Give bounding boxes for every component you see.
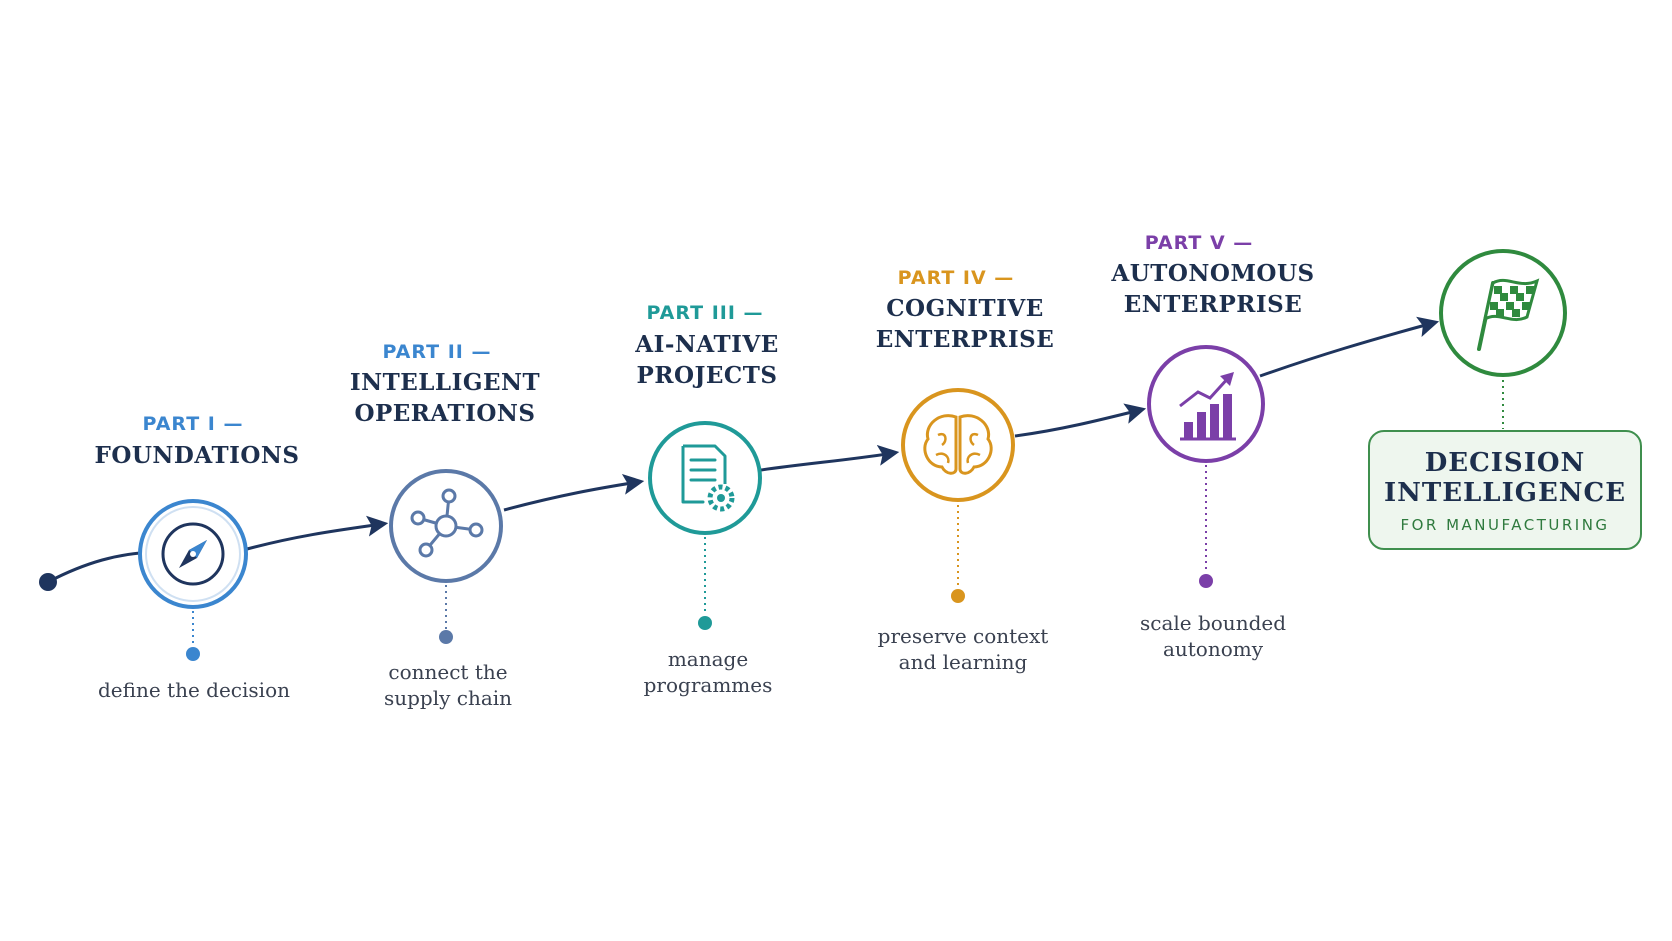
network-icon xyxy=(410,488,484,558)
stage-title-5-line-2: ENTERPRISE xyxy=(1123,291,1303,318)
stage-title-4-line-2: ENTERPRISE xyxy=(875,326,1055,353)
stage-desc-5-line-1: scale bounded xyxy=(1139,611,1287,635)
stage-title-2-line-2: OPERATIONS xyxy=(354,400,536,427)
path-segment-4 xyxy=(760,444,900,472)
destination-box: DECISION INTELLIGENCE FOR MANUFACTURING xyxy=(1368,430,1642,550)
path-segment-2 xyxy=(246,515,389,551)
connector-dot-1 xyxy=(186,647,200,661)
path-segment-3 xyxy=(503,473,645,512)
connector-dot-4 xyxy=(951,589,965,603)
stage-circle-4 xyxy=(901,388,1015,502)
stage-desc-2-line-2: supply chain xyxy=(383,686,513,710)
stage-title-3-line-1: AI-NATIVE xyxy=(635,331,779,358)
path-segment-6 xyxy=(1259,316,1440,378)
brain-icon xyxy=(923,414,993,475)
stage-title-2: INTELLIGENT OPERATIONS xyxy=(350,367,540,429)
stage-desc-3-line-1: manage xyxy=(667,647,749,671)
path-segment-1 xyxy=(47,551,141,584)
stage-desc-2-line-1: connect the xyxy=(388,660,508,684)
stage-title-1: FOUNDATIONS xyxy=(94,440,299,471)
compass-icon xyxy=(161,522,225,586)
stage-title-5-line-1: AUTONOMOUS xyxy=(1111,260,1315,287)
stage-circle-5 xyxy=(1147,345,1265,463)
start-dot xyxy=(39,573,57,591)
destination-title: DECISION INTELLIGENCE xyxy=(1370,448,1640,508)
growth-chart-icon xyxy=(1179,372,1236,441)
part-label-4: PART IV — xyxy=(897,267,1015,289)
stage-desc-1-line-1: define the decision xyxy=(98,678,290,702)
checkered-flag-icon xyxy=(1477,278,1540,351)
destination-subtitle: FOR MANUFACTURING xyxy=(1400,516,1610,534)
connector-dot-5 xyxy=(1199,574,1213,588)
connector-dot-3 xyxy=(698,616,712,630)
stage-desc-5-line-2: autonomy xyxy=(1162,637,1264,661)
part-label-1: PART I — xyxy=(142,413,244,435)
stage-title-4: COGNITIVE ENTERPRISE xyxy=(876,293,1055,355)
path-segment-5 xyxy=(1014,403,1147,438)
stage-title-3-line-2: PROJECTS xyxy=(636,362,778,389)
stage-desc-3: manage programmes xyxy=(644,646,773,698)
stage-circle-3 xyxy=(648,421,762,535)
stage-title-1-line-1: FOUNDATIONS xyxy=(94,442,300,469)
stage-desc-4-line-1: preserve context xyxy=(877,624,1049,648)
stage-title-3: AI-NATIVE PROJECTS xyxy=(635,329,779,391)
destination-title-line-1: DECISION xyxy=(1424,448,1586,478)
stage-desc-3-line-2: programmes xyxy=(643,673,773,697)
part-label-5: PART V — xyxy=(1144,232,1254,254)
stage-desc-4-line-2: and learning xyxy=(898,650,1028,674)
destination-title-line-2: INTELLIGENCE xyxy=(1383,478,1627,508)
stage-title-4-line-1: COGNITIVE xyxy=(886,295,1044,322)
stage-desc-4: preserve context and learning xyxy=(878,623,1049,675)
document-gear-icon xyxy=(681,444,735,512)
stage-desc-2: connect the supply chain xyxy=(384,659,512,711)
stage-circle-inner-1 xyxy=(145,506,241,602)
stage-desc-1: define the decision xyxy=(98,677,290,703)
part-label-3: PART III — xyxy=(646,302,764,324)
stage-title-2-line-1: INTELLIGENT xyxy=(349,369,541,396)
stage-title-5: AUTONOMOUS ENTERPRISE xyxy=(1111,258,1314,320)
stage-desc-5: scale bounded autonomy xyxy=(1140,610,1286,662)
connector-dot-2 xyxy=(439,630,453,644)
part-label-2: PART II — xyxy=(382,341,492,363)
